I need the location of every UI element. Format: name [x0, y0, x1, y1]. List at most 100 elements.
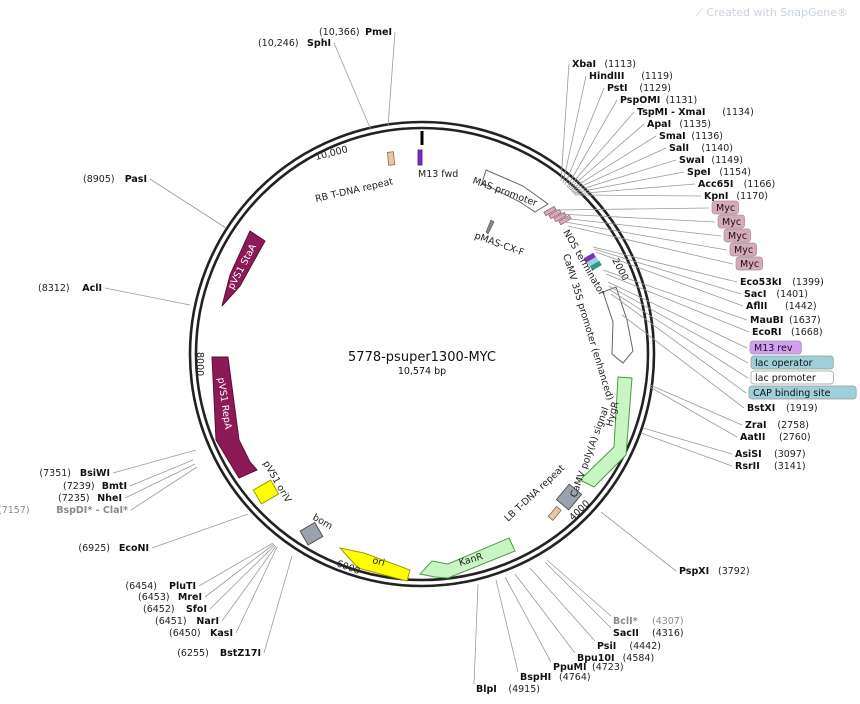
leader-line — [609, 289, 749, 379]
label-ori: ori — [371, 555, 386, 569]
site-kasi-l1: KasI(6450) — [169, 628, 233, 639]
right-site-labels: XbaI(1113)HindIII(1119)PstI(1129)PspOMI(… — [572, 59, 857, 577]
enzyme-position: (6453) — [138, 592, 170, 603]
site-myc-12: Myc — [711, 200, 739, 215]
leader-line — [130, 466, 198, 511]
feature-box — [748, 385, 857, 400]
enzyme-position: (1442) — [785, 301, 817, 312]
leader-line — [569, 135, 657, 191]
enzyme-position: (2758) — [777, 420, 809, 431]
leader-line — [570, 147, 667, 192]
leader-line — [149, 178, 227, 229]
backbone — [188, 120, 656, 588]
site-bpu10i-b3: Bpu10I (4584) — [577, 653, 654, 664]
leader-line — [592, 246, 738, 283]
enzyme-name: KpnI — [704, 191, 728, 202]
site-myc-16: Myc — [735, 256, 763, 271]
site-blpi-b6: BlpI(4915) — [476, 684, 540, 695]
enzyme-position: (10,366) — [319, 27, 360, 38]
enzyme-position: (1134) — [722, 107, 754, 118]
feature-box-label: Myc — [716, 203, 735, 214]
enzyme-name: Acc65I — [698, 179, 733, 190]
site-bcli-b0: BclI*(4307) — [613, 616, 684, 627]
enzyme-position: (1136) — [691, 131, 723, 142]
enzyme-name: BspDI* - ClaI* — [56, 505, 128, 516]
feature-pmas-cx-f — [485, 219, 495, 235]
site-nari-l2: NarI(6451) — [155, 616, 219, 627]
leader-line — [504, 576, 552, 663]
site-ppumi-b4: PpuMI(4723) — [553, 662, 624, 673]
site-bstz17i-l0: BstZ17I(6255) — [177, 648, 261, 659]
enzyme-position: (6255) — [177, 648, 209, 659]
site-myc-14: Myc — [723, 228, 751, 243]
enzyme-position: (1399) — [792, 277, 824, 288]
leader-line — [529, 567, 596, 642]
site-swai-8: SwaI (1149) — [679, 155, 743, 166]
site-psti-2: PstI(1129) — [607, 83, 671, 94]
enzyme-name: SwaI — [679, 155, 705, 166]
enzyme-position: (1119) — [641, 71, 673, 82]
enzyme-position: (6454) — [125, 581, 157, 592]
enzyme-name: SacI — [744, 289, 766, 300]
enzyme-position: (3141) — [774, 461, 806, 472]
site-pmei-l14: PmeI(10,366) — [319, 27, 392, 38]
feature-box — [717, 214, 745, 229]
enzyme-position: (1113) — [604, 59, 636, 70]
site-spei-9: SpeI(1154) — [687, 167, 751, 178]
feature-nos-terminator-cluster — [583, 252, 602, 271]
site-nhei-l8: NheI(7235) — [58, 493, 122, 504]
leader-line — [605, 273, 750, 333]
enzyme-position: (1149) — [711, 155, 743, 166]
enzyme-name: PasI — [125, 174, 147, 185]
feature-box-label: Myc — [722, 217, 741, 228]
site-zrai-27: ZraI(2758) — [745, 420, 809, 431]
enzyme-position: (4316) — [652, 628, 684, 639]
enzyme-name: NheI — [97, 493, 122, 504]
site-pspxi-31: PspXI (3792) — [679, 566, 750, 577]
leader-line — [567, 111, 635, 189]
leader-line — [129, 459, 194, 487]
enzyme-position: (1401) — [776, 289, 808, 300]
backbone-outer-ring — [188, 120, 656, 588]
enzyme-name: SfoI — [186, 604, 207, 615]
enzyme-position: (1668) — [791, 327, 823, 338]
enzyme-name: BsiWI — [80, 468, 110, 479]
enzyme-name: RsrII — [735, 461, 760, 472]
leader-line — [600, 511, 677, 572]
snapgene-logo-icon: ⟋ — [695, 6, 704, 19]
enzyme-name: AatII — [740, 432, 765, 443]
enzyme-position: (4915) — [508, 684, 540, 695]
enzyme-position: (4584) — [623, 653, 655, 664]
enzyme-position: (1129) — [639, 83, 671, 94]
label-pmas-cx-f: pMAS-CX-F — [473, 230, 525, 258]
leader-line — [574, 194, 702, 197]
enzyme-position: (2760) — [779, 432, 811, 443]
enzyme-name: XbaI — [572, 59, 596, 70]
leader-line — [198, 542, 274, 587]
enzyme-name: PspXI — [679, 566, 709, 577]
enzyme-name: SmaI — [659, 131, 686, 142]
site-aatii-28: AatII (2760) — [740, 432, 811, 443]
enzyme-name: BstXI — [747, 403, 775, 414]
site-maubi-20: MauBI(1637) — [750, 315, 821, 326]
leader-line — [546, 559, 612, 617]
enzyme-position: (3792) — [718, 566, 750, 577]
leader-line — [608, 285, 749, 364]
leader-line — [567, 225, 734, 265]
leader-line — [235, 546, 278, 634]
watermark-text: Created with SnapGene® — [706, 6, 848, 19]
backbone-inner-ring — [194, 126, 650, 582]
leader-line — [555, 207, 710, 211]
leader-line — [124, 463, 196, 499]
feature-box-label: Myc — [734, 245, 753, 256]
site-acli-l11: AclI(8312) — [38, 283, 102, 294]
site-sphi-l13: SphI(10,246) — [258, 38, 331, 49]
label-rb-tdna-repeat: RB T-DNA repeat — [314, 176, 394, 205]
enzyme-name: Bpu10I — [577, 653, 615, 664]
enzyme-position: (7157) — [0, 505, 30, 516]
feature-kanr — [419, 537, 516, 579]
enzyme-position: (3097) — [774, 449, 806, 460]
enzyme-name: BclI* — [613, 616, 638, 627]
feature-camv-35s-promoter — [602, 286, 634, 364]
site-leader-lines — [104, 31, 750, 685]
